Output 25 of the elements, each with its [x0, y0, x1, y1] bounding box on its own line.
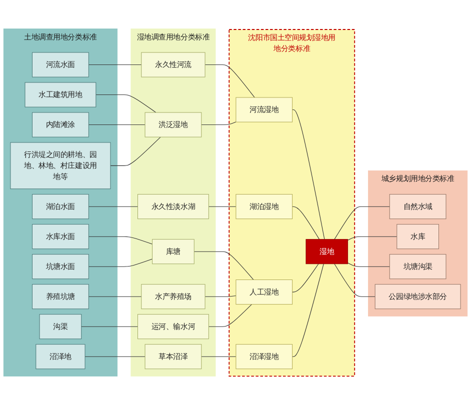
connector	[334, 206, 390, 240]
connector	[208, 206, 236, 207]
connector	[204, 64, 255, 98]
connector	[348, 236, 398, 241]
connector	[334, 264, 376, 297]
connector	[292, 264, 319, 292]
connector	[88, 64, 142, 66]
connector	[84, 356, 146, 357]
connector	[194, 251, 254, 280]
connector	[201, 356, 236, 357]
connector	[292, 109, 325, 240]
connector	[204, 295, 236, 297]
connector	[88, 296, 142, 297]
connector	[292, 264, 324, 357]
connector	[110, 136, 161, 166]
connector	[88, 124, 146, 126]
connector	[81, 326, 138, 327]
connector	[348, 262, 390, 267]
connector	[96, 94, 156, 113]
connector	[292, 206, 320, 240]
connector	[208, 304, 252, 327]
connector	[88, 236, 153, 244]
connector	[201, 122, 236, 126]
connector	[88, 206, 138, 207]
connector	[88, 258, 153, 267]
